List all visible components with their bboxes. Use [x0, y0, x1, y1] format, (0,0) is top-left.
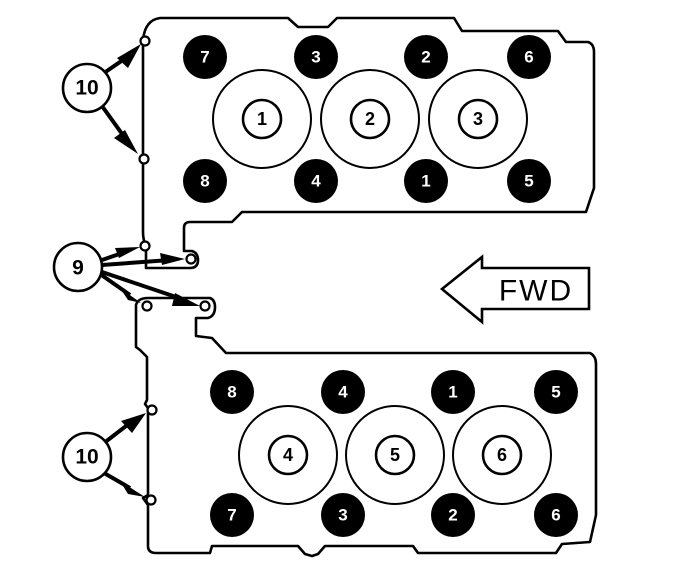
arrowhead-icon: [120, 288, 141, 303]
upper-cylinder-bores: 1 2 3: [212, 69, 528, 169]
cylinder-number-label: 1: [257, 109, 267, 129]
arrowhead-icon: [121, 413, 146, 433]
small-bolt-hole: [139, 240, 151, 252]
head-bolt: [534, 370, 578, 414]
upper-head-bolts: 7 3 2 6 8 4 1 5: [183, 35, 551, 203]
head-bolt: [210, 493, 254, 537]
head-bolt: [183, 35, 227, 79]
bolt-sequence-label: 2: [421, 48, 430, 67]
lower-head-bolts: 8 4 1 5 7 3 2 6: [210, 370, 578, 537]
cylinder-number-label: 2: [365, 109, 375, 129]
leader-line: [98, 272, 132, 297]
head-bolt: [507, 159, 551, 203]
cylinder-number-ring-2: [349, 98, 391, 140]
small-bolt-hole: [138, 153, 150, 165]
small-bolt-hole: [146, 404, 158, 416]
head-bolt: [431, 493, 475, 537]
small-bolt-hole: [141, 300, 153, 312]
bolt-sequence-label: 1: [421, 172, 430, 191]
bolt-sequence-label: 1: [448, 383, 457, 402]
leader-line: [101, 258, 171, 267]
callout-label: 10: [75, 446, 98, 469]
small-bolt-holes: [138, 35, 211, 506]
cylinder-number-label: 5: [390, 445, 400, 465]
arrowhead-icon: [172, 293, 200, 306]
cylinder-number-label: 6: [497, 445, 507, 465]
cylinder-number-label: 4: [283, 445, 293, 465]
cylinder-number-ring-3: [457, 98, 499, 140]
cylinder-number-ring-4: [267, 434, 309, 476]
bolt-sequence-label: 3: [311, 48, 320, 67]
small-bolt-hole: [199, 300, 211, 312]
forward-arrow-icon: [439, 254, 591, 325]
bolt-sequence-label: 7: [227, 506, 236, 525]
head-bolt: [404, 159, 448, 203]
forward-label: FWD: [499, 275, 573, 308]
bolt-sequence-label: 8: [227, 383, 236, 402]
cylinder-number-label: 3: [473, 109, 483, 129]
callout-10-upper: 10: [61, 62, 113, 114]
bolt-sequence-label: 5: [524, 172, 533, 191]
arrowhead-icon: [160, 253, 185, 265]
small-bolt-hole: [139, 35, 151, 47]
small-bolt-hole: [145, 494, 157, 506]
bolt-sequence-label: 4: [338, 383, 348, 402]
head-bolt: [404, 35, 448, 79]
head-bolt: [534, 493, 578, 537]
callout-label: 10: [75, 77, 98, 100]
callout-10-lower: 10: [61, 431, 113, 483]
arrowhead-icon: [114, 130, 138, 154]
head-bolt: [321, 370, 365, 414]
head-bolt: [294, 35, 338, 79]
bolt-sequence-label: 8: [200, 172, 209, 191]
callout-label: 9: [72, 257, 84, 280]
bolt-sequence-label: 7: [200, 48, 209, 67]
arrowhead-icon: [117, 44, 141, 68]
head-bolt: [294, 159, 338, 203]
forward-direction-indicator: FWD: [439, 254, 591, 325]
cylinder-number-ring-6: [481, 434, 523, 476]
bolt-sequence-label: 6: [551, 506, 560, 525]
callout-leader-arrows: [98, 44, 200, 497]
head-bolt: [210, 370, 254, 414]
head-bolt: [507, 35, 551, 79]
head-bolt: [431, 370, 475, 414]
lower-cylinder-bores: 4 5 6: [238, 405, 552, 505]
bolt-sequence-label: 5: [551, 383, 560, 402]
callout-9: 9: [52, 241, 104, 293]
arrowhead-icon: [115, 247, 140, 258]
leader-line: [102, 421, 132, 445]
arrowhead-icon: [120, 481, 145, 497]
head-bolt: [321, 493, 365, 537]
cylinder-number-ring-1: [241, 98, 283, 140]
bolt-sequence-label: 2: [448, 506, 457, 525]
cylinder-number-ring-5: [374, 434, 416, 476]
leader-line: [100, 104, 127, 140]
bolt-sequence-label: 6: [524, 48, 533, 67]
leader-line: [101, 270, 186, 302]
bolt-sequence-label: 3: [338, 506, 347, 525]
head-bolt: [183, 159, 227, 203]
bolt-sequence-label: 4: [311, 172, 321, 191]
small-bolt-hole: [185, 253, 197, 265]
